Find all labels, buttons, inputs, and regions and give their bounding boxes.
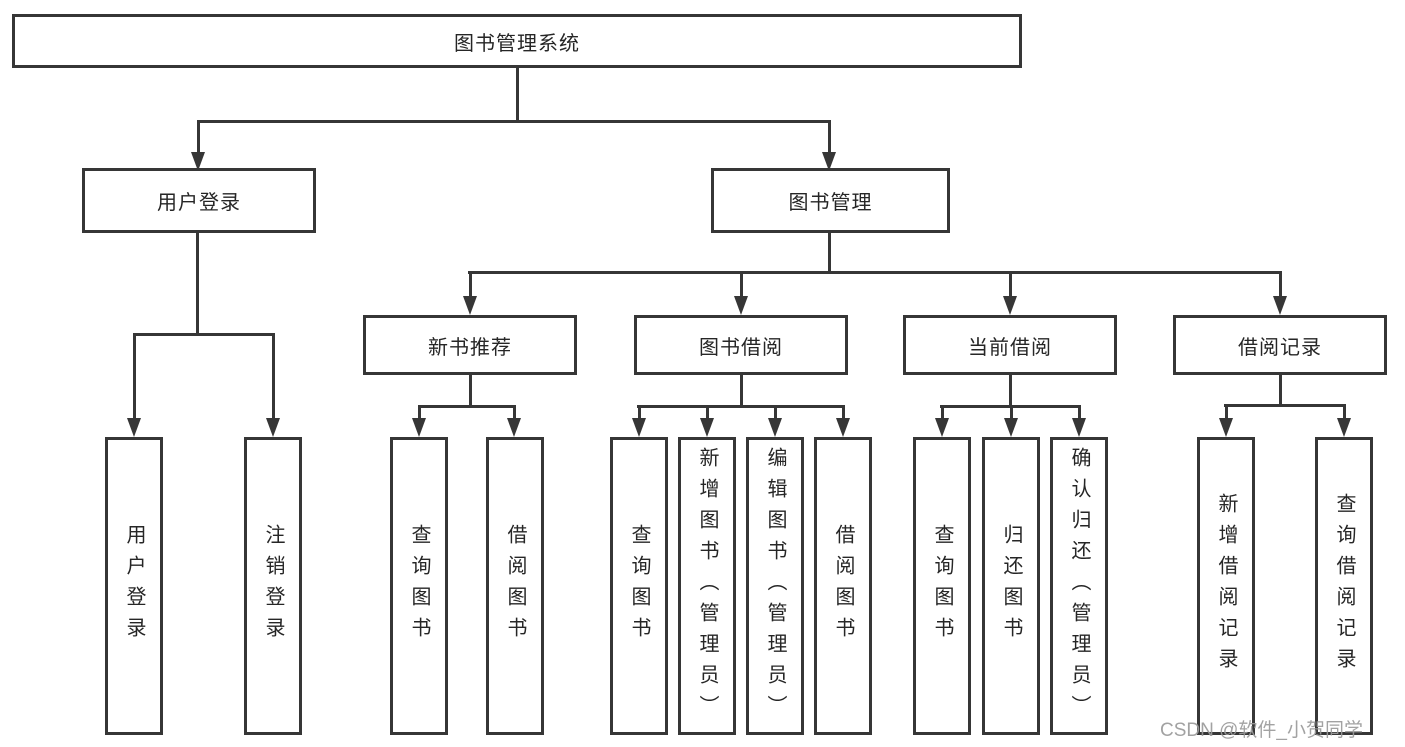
arrow-to-leaf-login xyxy=(127,418,141,437)
leaf-label-return-books: 归还图书 xyxy=(1000,524,1022,648)
connector-drop-records xyxy=(1279,271,1282,299)
leaf-label-query-books-borrowing: 查询图书 xyxy=(628,524,650,648)
connector-borrowing-stem xyxy=(740,375,743,407)
level1-label-book-management: 图书管理 xyxy=(788,192,873,214)
leaf-box-return-books: 归还图书 xyxy=(982,437,1040,735)
level2-box-new-book-recommend: 新书推荐 xyxy=(363,315,577,375)
connector-drop-bor-query xyxy=(638,405,641,421)
leaf-label-query-books-current: 查询图书 xyxy=(931,524,953,648)
leaf-label-logout: 注销登录 xyxy=(262,524,284,648)
connector-root-branch xyxy=(197,120,831,123)
leaf-label-user-login: 用户登录 xyxy=(123,524,145,648)
connector-drop-cur-confirm xyxy=(1078,405,1081,421)
leaf-label-query-borrow-record: 查询借阅记录 xyxy=(1333,493,1355,679)
leaf-label-confirm-return-admin: 确认归还（管理员） xyxy=(1068,446,1090,726)
arrow-to-bor-query xyxy=(632,418,646,437)
arrow-to-records xyxy=(1273,296,1287,315)
connector-drop-bor-add xyxy=(706,405,709,421)
connector-user-login-stem xyxy=(196,233,199,335)
connector-drop-rec-query xyxy=(418,405,421,421)
leaf-box-logout: 注销登录 xyxy=(244,437,302,735)
leaf-box-query-books-borrowing: 查询图书 xyxy=(610,437,668,735)
arrow-to-current xyxy=(1003,296,1017,315)
level2-label-new-book-recommend: 新书推荐 xyxy=(428,336,512,359)
connector-drop-recd-query xyxy=(1343,404,1346,421)
connector-records-branch xyxy=(1224,404,1346,407)
level1-box-user-login: 用户登录 xyxy=(82,168,316,233)
leaf-box-query-books-current: 查询图书 xyxy=(913,437,971,735)
arrow-to-cur-confirm xyxy=(1072,418,1086,437)
level2-label-current-borrowing: 当前借阅 xyxy=(968,336,1052,359)
connector-current-stem xyxy=(1009,375,1012,407)
arrow-to-book-mgmt xyxy=(822,152,836,171)
connector-drop-user-login xyxy=(197,120,200,156)
arrow-to-bor-edit xyxy=(768,418,782,437)
connector-drop-cur-query xyxy=(941,405,944,421)
csdn-watermark: CSDN @软件_小贺同学 xyxy=(1160,720,1363,741)
arrow-to-rec-borrow xyxy=(507,418,521,437)
leaf-box-confirm-return-admin: 确认归还（管理员） xyxy=(1050,437,1108,735)
level2-box-current-borrowing: 当前借阅 xyxy=(903,315,1117,375)
connector-drop-bor-edit xyxy=(774,405,777,421)
level2-label-borrow-records: 借阅记录 xyxy=(1238,336,1322,359)
arrow-to-cur-query xyxy=(935,418,949,437)
arrow-to-cur-return xyxy=(1004,418,1018,437)
arrow-to-bor-add xyxy=(700,418,714,437)
connector-records-stem xyxy=(1279,375,1282,406)
connector-borrowing-branch xyxy=(637,405,845,408)
connector-recommend-stem xyxy=(469,375,472,407)
arrow-to-leaf-logout xyxy=(266,418,280,437)
level1-label-user-login: 用户登录 xyxy=(157,192,241,214)
leaf-label-borrow-books-borrowing: 借阅图书 xyxy=(832,524,854,648)
arrow-to-recommend xyxy=(463,296,477,315)
connector-drop-leaf-login xyxy=(133,333,136,420)
leaf-box-edit-books-admin: 编辑图书（管理员） xyxy=(746,437,804,735)
leaf-box-borrow-books-recommend: 借阅图书 xyxy=(486,437,544,735)
connector-drop-borrowing xyxy=(740,271,743,299)
leaf-box-add-borrow-record: 新增借阅记录 xyxy=(1197,437,1255,735)
arrow-to-recd-query xyxy=(1337,418,1351,437)
leaf-label-add-books-admin: 新增图书（管理员） xyxy=(696,446,718,726)
connector-current-branch xyxy=(940,405,1079,408)
connector-book-mgmt-branch xyxy=(468,271,1281,274)
connector-recommend-branch xyxy=(418,405,516,408)
connector-drop-current xyxy=(1009,271,1012,299)
connector-drop-recd-add xyxy=(1225,404,1228,421)
connector-drop-cur-return xyxy=(1010,405,1013,421)
connector-drop-recommend xyxy=(469,271,472,299)
leaf-label-edit-books-admin: 编辑图书（管理员） xyxy=(764,446,786,726)
leaf-label-add-borrow-record: 新增借阅记录 xyxy=(1215,493,1237,679)
level2-box-book-borrowing: 图书借阅 xyxy=(634,315,848,375)
leaf-box-add-books-admin: 新增图书（管理员） xyxy=(678,437,736,735)
leaf-box-query-borrow-record: 查询借阅记录 xyxy=(1315,437,1373,735)
arrow-to-rec-query xyxy=(412,418,426,437)
root-box-library-system: 图书管理系统 xyxy=(12,14,1022,68)
connector-drop-leaf-logout xyxy=(272,333,275,420)
level1-box-book-management: 图书管理 xyxy=(711,168,950,233)
connector-book-mgmt-stem xyxy=(828,233,831,273)
leaf-box-query-books-recommend: 查询图书 xyxy=(390,437,448,735)
connector-drop-book-mgmt xyxy=(828,120,831,156)
connector-drop-rec-borrow xyxy=(513,405,516,421)
arrow-to-recd-add xyxy=(1219,418,1233,437)
arrow-to-borrowing xyxy=(734,296,748,315)
leaf-label-query-books-recommend: 查询图书 xyxy=(408,524,430,648)
leaf-box-borrow-books-borrowing: 借阅图书 xyxy=(814,437,872,735)
leaf-label-borrow-books-recommend: 借阅图书 xyxy=(504,524,526,648)
connector-user-login-branch xyxy=(133,333,274,336)
connector-drop-bor-borrow xyxy=(842,405,845,421)
connector-root-stem xyxy=(516,68,519,122)
arrow-to-bor-borrow xyxy=(836,418,850,437)
arrow-to-user-login xyxy=(191,152,205,171)
leaf-box-user-login: 用户登录 xyxy=(105,437,163,735)
level2-label-book-borrowing: 图书借阅 xyxy=(699,336,783,359)
root-label: 图书管理系统 xyxy=(454,32,580,55)
level2-box-borrow-records: 借阅记录 xyxy=(1173,315,1387,375)
